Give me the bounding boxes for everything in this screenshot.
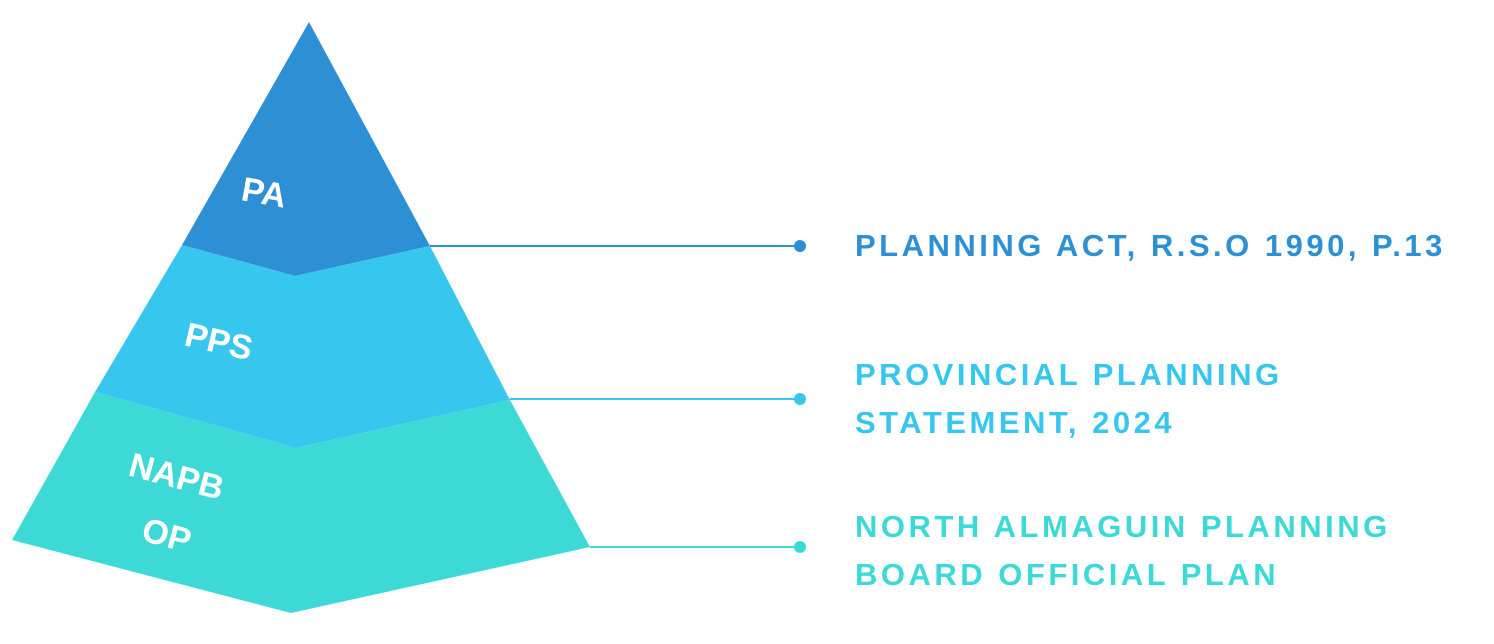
description-line: BOARD OFFICIAL PLAN: [855, 557, 1280, 592]
connector-dot-napb: [794, 541, 806, 553]
pyramid-tier-napb: [12, 392, 590, 613]
description-pps: PROVINCIAL PLANNING STATEMENT, 2024: [855, 351, 1283, 447]
pyramid-tier-pps: [95, 245, 510, 448]
description-line: PLANNING ACT, R.S.O 1990, P.13: [855, 228, 1446, 263]
description-pa: PLANNING ACT, R.S.O 1990, P.13: [855, 222, 1446, 270]
description-line: STATEMENT, 2024: [855, 405, 1176, 440]
connector-dot-pps: [794, 393, 806, 405]
description-line: NORTH ALMAGUIN PLANNING: [855, 509, 1391, 544]
connector-dot-pa: [794, 240, 806, 252]
tier-label-pa: PA: [239, 170, 290, 215]
description-line: PROVINCIAL PLANNING: [855, 357, 1283, 392]
description-napb: NORTH ALMAGUIN PLANNING BOARD OFFICIAL P…: [855, 503, 1391, 599]
pyramid-tier-pa: [182, 22, 430, 276]
